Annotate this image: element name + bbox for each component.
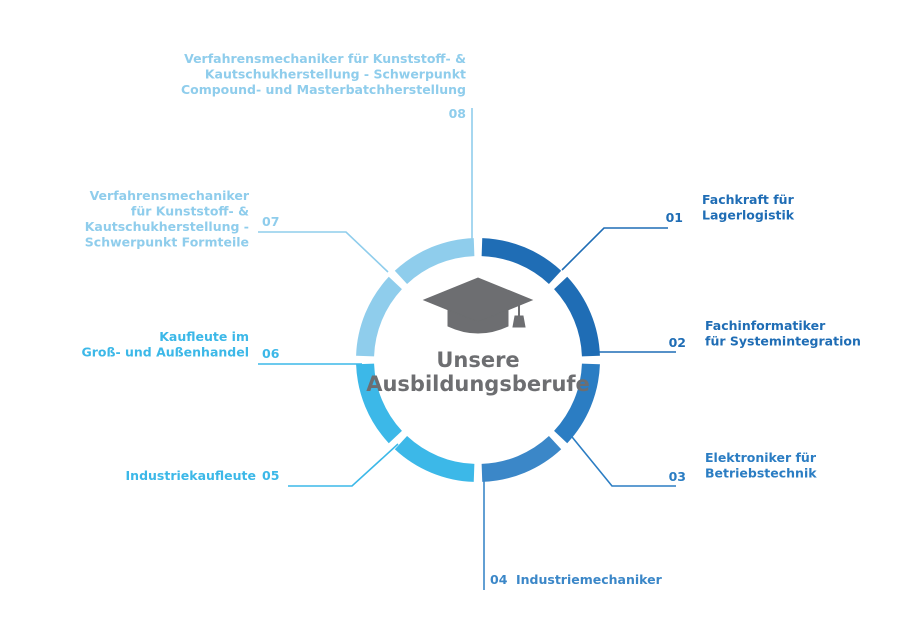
item-label-03-line-1: Elektroniker für: [705, 450, 817, 465]
item-label-07-line-4: Schwerpunkt Formteile: [85, 235, 249, 250]
item-label-06-line-1: Kaufleute im: [159, 329, 249, 344]
ring-segment-03: [553, 363, 600, 444]
ring-segment-04: [481, 435, 562, 482]
connector-03: [567, 431, 676, 487]
item-label-02-line-2: für Systemintegration: [705, 334, 861, 349]
item-number-04: 04: [490, 572, 508, 587]
item-label-07-line-2: für Kunststoff- &: [131, 204, 249, 219]
item-number-03: 03: [669, 469, 686, 484]
connectors: [258, 108, 676, 590]
item-number-01: 01: [666, 210, 683, 225]
ring-segment-01: [481, 238, 562, 285]
center-title-line1: Unsere: [436, 348, 519, 372]
item-label-01-line-2: Lagerlogistik: [702, 208, 795, 223]
item-label-01-line-1: Fachkraft für: [702, 192, 795, 207]
ring-segment-08: [394, 238, 475, 285]
item-label-05-line-1: Industriekaufleute: [126, 468, 256, 483]
item-label-02-line-1: Fachinformatiker: [705, 318, 826, 333]
connector-01: [561, 227, 668, 271]
item-number-06: 06: [262, 346, 280, 361]
item-label-08-line-2: Kautschukherstellung - Schwerpunkt: [205, 67, 466, 82]
ring-segment-06: [356, 363, 403, 444]
item-number-07: 07: [262, 214, 279, 229]
ring-segment-02: [553, 276, 600, 357]
connector-07: [258, 231, 389, 273]
item-label-07-line-1: Verfahrensmechaniker: [90, 188, 250, 203]
item-number-02: 02: [669, 335, 686, 350]
graduation-cap-icon: [422, 277, 534, 334]
ring-segment-07: [356, 276, 403, 357]
item-label-07-line-3: Kautschukherstellung -: [85, 219, 249, 234]
connector-05: [288, 443, 399, 487]
item-label-03-line-2: Betriebstechnik: [705, 466, 817, 481]
item-number-08: 08: [449, 106, 466, 121]
ring-segment-05: [394, 435, 475, 482]
item-label-06-line-2: Groß- und Außenhandel: [81, 345, 249, 360]
item-label-04-line-1: Industriemechaniker: [516, 572, 663, 587]
item-label-08-line-3: Compound- und Masterbatchherstellung: [181, 82, 466, 97]
center-title-line2: Ausbildungsberufe: [366, 372, 590, 396]
item-number-05: 05: [262, 468, 279, 483]
ring: [356, 238, 600, 482]
item-label-08-line-1: Verfahrensmechaniker für Kunststoff- &: [184, 51, 466, 66]
